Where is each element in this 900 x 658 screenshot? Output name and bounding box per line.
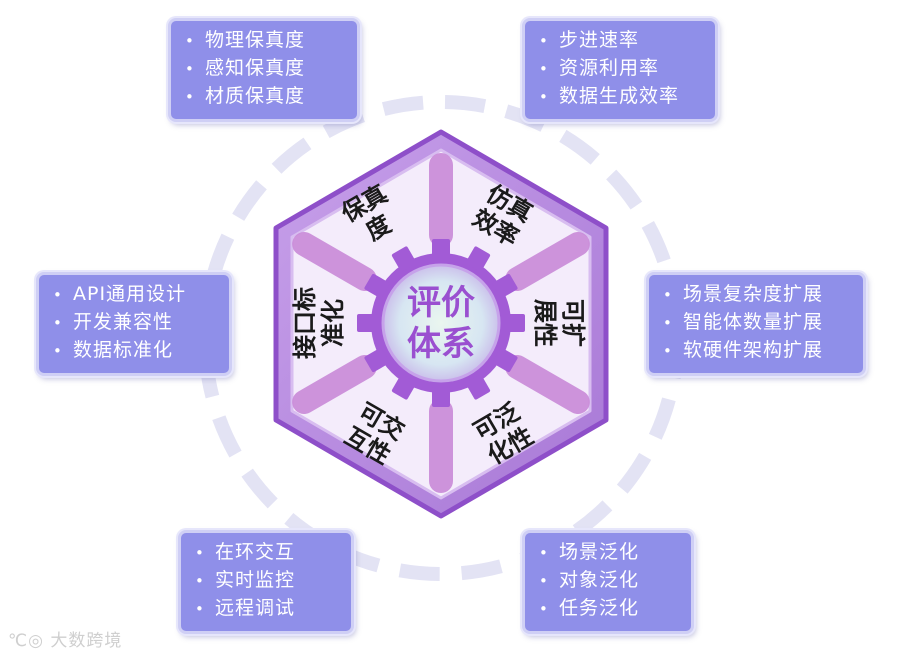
- box-item: •开发兼容性: [53, 311, 174, 333]
- box-item: •对象泛化: [539, 569, 640, 591]
- center-disc: [381, 263, 501, 383]
- gear-tooth: [364, 347, 390, 373]
- sector-label-line: 展性: [531, 299, 559, 347]
- box-item: •实时监控: [195, 569, 296, 591]
- box-item: •场景复杂度扩展: [663, 283, 824, 305]
- generalization-box: •场景泛化 •对象泛化 •任务泛化: [522, 530, 694, 634]
- gear-tooth: [432, 239, 450, 259]
- gear-tooth: [432, 387, 450, 407]
- box-item: •数据标准化: [53, 339, 174, 361]
- watermark-logo-icon: ℃◎: [8, 631, 51, 651]
- center-title-line2: 体系: [407, 324, 475, 364]
- box-item: •在环交互: [195, 541, 296, 563]
- interactivity-box: •在环交互 •实时监控 •远程调试: [178, 530, 354, 634]
- box-item: •任务泛化: [539, 597, 640, 619]
- box-item: •材质保真度: [185, 85, 306, 107]
- spoke: [505, 232, 590, 291]
- spokes: [292, 153, 590, 493]
- box-item: •物理保真度: [185, 29, 306, 51]
- spoke: [292, 232, 377, 291]
- gear-tooth: [505, 314, 525, 332]
- box-item: •远程调试: [195, 597, 296, 619]
- gear-tooth: [465, 246, 491, 272]
- efficiency-box: •步进速率 •资源利用率 •数据生成效率: [522, 18, 718, 122]
- center-title-line1: 评价: [407, 283, 475, 323]
- standardization-box: •API通用设计 •开发兼容性 •数据标准化: [36, 272, 232, 376]
- gear-tooth: [357, 314, 377, 332]
- box-item: •场景泛化: [539, 541, 640, 563]
- gear-tooth: [364, 273, 390, 299]
- gear-tooth: [465, 374, 491, 400]
- sector-label-line: 可扩: [559, 299, 587, 347]
- box-item: •步进速率: [539, 29, 640, 51]
- sector-label-line: 接口标: [291, 287, 319, 359]
- box-item: •智能体数量扩展: [663, 311, 824, 333]
- box-item: •API通用设计: [53, 283, 187, 305]
- gear-tooth: [391, 246, 417, 272]
- fidelity-box: •物理保真度 •感知保真度 •材质保真度: [168, 18, 360, 122]
- scalability-box: •场景复杂度扩展 •智能体数量扩展 •软硬件架构扩展: [646, 272, 866, 376]
- box-item: •感知保真度: [185, 57, 306, 79]
- spoke: [505, 355, 590, 414]
- gear-tooth: [492, 273, 518, 299]
- spoke: [292, 355, 377, 414]
- watermark: ℃◎ 大数跨境: [8, 631, 123, 651]
- box-item: •软硬件架构扩展: [663, 339, 824, 361]
- sector-label-line: 准化: [319, 299, 347, 347]
- box-item: •数据生成效率: [539, 85, 680, 107]
- gear-tooth: [391, 374, 417, 400]
- box-item: •资源利用率: [539, 57, 660, 79]
- sector-label-standardization: 接口标准化: [291, 287, 347, 359]
- gear-tooth: [492, 347, 518, 373]
